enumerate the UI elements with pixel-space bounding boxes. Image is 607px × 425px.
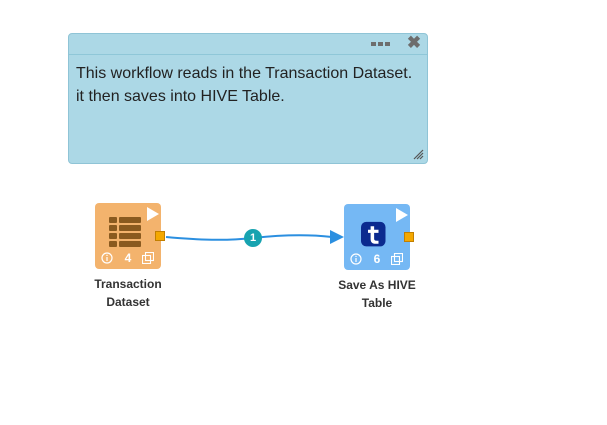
node-label-save-as-hive-table[interactable]: Save As HIVE Table [338,278,416,310]
output-port[interactable] [155,231,165,241]
workflow-note[interactable]: ✖ This workflow reads in the Transaction… [68,33,428,164]
node-count: 6 [373,252,381,266]
run-play-icon[interactable] [147,207,159,221]
node-save-as-hive-table[interactable]: 6 [344,204,414,270]
node-footer: 6 [344,252,410,267]
copy-icon[interactable] [142,252,154,264]
node-label-transaction-dataset[interactable]: Transaction Dataset [94,277,162,309]
hive-table-t-icon [361,221,386,247]
note-header[interactable]: ✖ [69,34,427,55]
info-icon[interactable] [350,253,362,265]
info-icon[interactable] [101,252,113,264]
note-text[interactable]: This workflow reads in the Transaction D… [76,65,413,105]
connection-count-badge[interactable]: 1 [244,229,262,247]
connection-arrowhead [330,230,344,244]
more-horizontal-icon[interactable] [371,39,391,49]
close-icon[interactable]: ✖ [406,33,422,52]
resize-grip-icon[interactable] [412,148,424,160]
table-dataset-icon [109,217,141,247]
output-port[interactable] [404,232,414,242]
copy-icon[interactable] [391,253,403,265]
node-footer: 4 [95,251,161,266]
node-transaction-dataset[interactable]: 4 [95,203,165,269]
node-count: 4 [124,251,132,265]
run-play-icon[interactable] [396,208,408,222]
